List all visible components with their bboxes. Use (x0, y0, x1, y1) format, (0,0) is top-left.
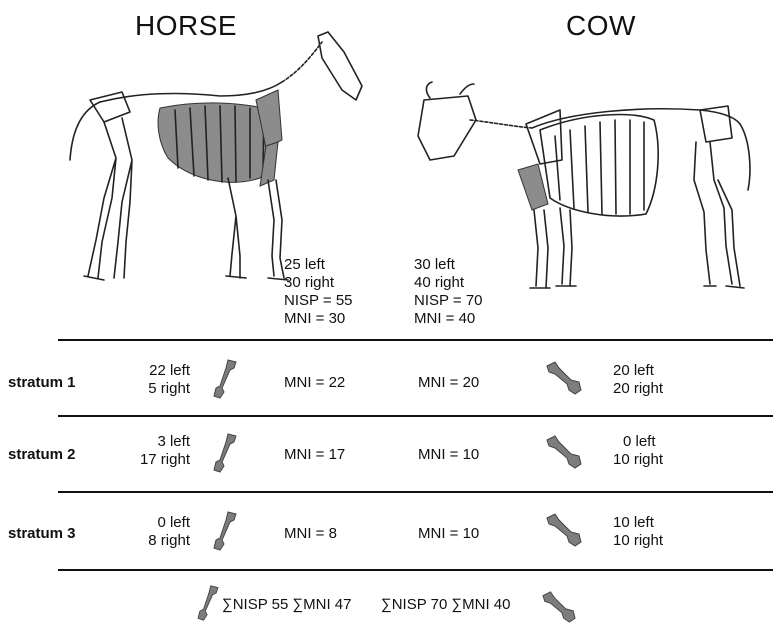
divider (58, 339, 773, 341)
horse-stratum-counts: 3 left 17 right (118, 433, 190, 469)
cow-stratum-right: 20 right (613, 380, 663, 398)
cow-stratum-right: 10 right (613, 532, 663, 550)
horse-humerus-bone-icon (196, 584, 220, 622)
horse-humerus-bone-icon (212, 358, 238, 400)
horse-stratum-right: 8 right (118, 532, 190, 550)
horse-stratum-mni: MNI = 8 (284, 525, 337, 543)
cow-total: ∑NISP 70 ∑MNI 40 (381, 596, 511, 614)
horse-stratum-counts: 0 left 8 right (118, 514, 190, 550)
divider (58, 415, 773, 417)
horse-stratum-left: 3 left (118, 433, 190, 451)
cow-stratum-mni: MNI = 10 (418, 446, 479, 464)
cow-left-count: 30 left (414, 256, 483, 274)
horse-count-block: 25 left 30 right NISP = 55 MNI = 30 (284, 256, 353, 328)
cow-stratum-left: 10 left (613, 514, 663, 532)
cow-nisp: NISP = 70 (414, 292, 483, 310)
cow-stratum-left: 20 left (613, 362, 663, 380)
horse-right-count: 30 right (284, 274, 353, 292)
cow-humerus-bone-icon (541, 590, 577, 624)
cow-stratum-mni: MNI = 10 (418, 525, 479, 543)
stratum-label: stratum 2 (8, 446, 76, 464)
cow-stratum-counts: 10 left 10 right (613, 514, 663, 550)
horse-humerus-bone-icon (212, 510, 238, 552)
horse-stratum-mni: MNI = 17 (284, 446, 345, 464)
cow-humerus-bone-icon (545, 360, 583, 396)
cow-stratum-mni: MNI = 20 (418, 374, 479, 392)
horse-stratum-mni: MNI = 22 (284, 374, 345, 392)
cow-stratum-counts: 20 left 20 right (613, 362, 663, 398)
divider (58, 491, 773, 493)
stratum-label: stratum 1 (8, 374, 76, 392)
horse-skeleton-icon (60, 30, 370, 290)
cow-stratum-left: 0 left (613, 433, 663, 451)
horse-stratum-left: 22 left (118, 362, 190, 380)
cow-count-block: 30 left 40 right NISP = 70 MNI = 40 (414, 256, 483, 328)
horse-stratum-left: 0 left (118, 514, 190, 532)
horse-humerus-bone-icon (212, 432, 238, 474)
divider (58, 569, 773, 571)
cow-stratum-right: 10 right (613, 451, 663, 469)
cow-humerus-bone-icon (545, 512, 583, 548)
cow-mni: MNI = 40 (414, 310, 483, 328)
horse-stratum-right: 5 right (118, 380, 190, 398)
horse-stratum-right: 17 right (118, 451, 190, 469)
horse-total: ∑NISP 55 ∑MNI 47 (222, 596, 352, 614)
stratum-label: stratum 3 (8, 525, 76, 543)
cow-stratum-counts: 0 left 10 right (613, 433, 663, 469)
horse-stratum-counts: 22 left 5 right (118, 362, 190, 398)
cow-right-count: 40 right (414, 274, 483, 292)
horse-nisp: NISP = 55 (284, 292, 353, 310)
horse-left-count: 25 left (284, 256, 353, 274)
cow-title: COW (566, 10, 636, 42)
horse-mni: MNI = 30 (284, 310, 353, 328)
cow-humerus-bone-icon (545, 434, 583, 470)
